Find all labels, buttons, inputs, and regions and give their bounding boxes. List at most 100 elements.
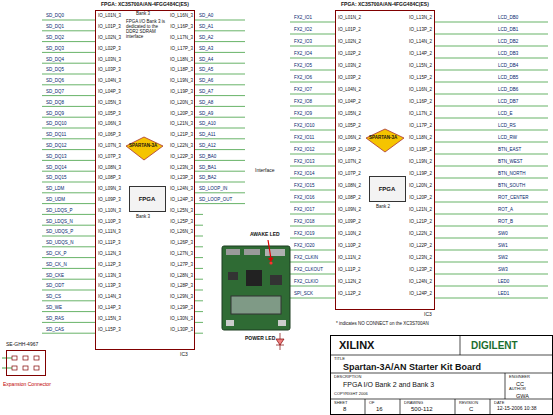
pin-name: IO_L19P_2 xyxy=(409,172,432,177)
net-label: LCD_RW xyxy=(498,136,517,141)
net-label: SW1 xyxy=(498,244,508,249)
net-label: FX2_IO7 xyxy=(294,88,312,93)
net-label: FX2_IO17 xyxy=(294,208,315,213)
net-label: SD_CS xyxy=(46,295,61,300)
net-wire xyxy=(195,279,203,280)
net-label: SD_A10 xyxy=(199,122,216,127)
net-label: FX2_IO4 xyxy=(294,52,312,57)
net-wire xyxy=(435,298,548,299)
net-wire xyxy=(435,274,548,275)
net-wire xyxy=(195,95,245,96)
pin-name: IO_L01P_2 xyxy=(338,28,361,33)
pin-name: IO_L26N_3 xyxy=(170,230,193,235)
net-wire xyxy=(290,190,335,191)
net-wire xyxy=(435,70,548,71)
net-wire xyxy=(42,182,95,183)
pin-name: IO_L11P_3 xyxy=(98,241,120,246)
net-wire xyxy=(42,203,95,204)
pin-name: IO_L28P_3 xyxy=(170,284,193,289)
net-label: SD_CK_P xyxy=(46,252,67,257)
net-label: SD_DQ12 xyxy=(46,144,67,149)
net-wire xyxy=(435,118,548,119)
net-wire xyxy=(42,128,95,129)
net-label: SD_DQ11 xyxy=(46,133,66,138)
node-text: CC xyxy=(516,381,524,387)
node-text: FPGA xyxy=(370,186,404,193)
net-wire xyxy=(290,154,335,155)
net-label: SD_DQ8 xyxy=(46,101,64,106)
led-symbol xyxy=(276,333,284,350)
net-wire xyxy=(195,149,245,150)
net-wire xyxy=(435,214,548,215)
net-label: LCD_DB6 xyxy=(498,88,518,93)
net-label: SD_A4 xyxy=(199,58,213,63)
pin-name: IO_L27N_3 xyxy=(170,252,193,257)
net-wire xyxy=(290,22,335,23)
pin-name: IO_L22P_3 xyxy=(170,155,193,160)
net-label: FX2_IO13 xyxy=(294,160,315,165)
net-label: SD_DQ13 xyxy=(46,155,67,160)
pin-name: IO_L09P_3 xyxy=(98,198,121,203)
net-label: SD_BA0 xyxy=(199,155,216,160)
pin-name: IO_L22N_2 xyxy=(409,232,432,237)
pin-name: IO_L20P_3 xyxy=(170,112,193,117)
pin-name: IO_L03P_2 xyxy=(338,76,361,81)
logo-text: SPARTAN-3A xyxy=(369,136,397,141)
node-text: AUTHOR xyxy=(509,387,526,391)
title-block: XILINXDIGILENTTITLESpartan-3A/AN Starter… xyxy=(330,335,553,415)
net-label: FX2_IO1 xyxy=(294,16,312,21)
net-wire xyxy=(290,226,335,227)
net-wire xyxy=(435,178,548,179)
net-wire xyxy=(290,214,335,215)
net-wire xyxy=(195,182,245,183)
net-wire xyxy=(290,250,335,251)
pin-name: IO_L08P_2 xyxy=(338,196,361,201)
node-text: ENGINEER xyxy=(509,375,530,379)
net-wire xyxy=(195,20,245,21)
net-wire xyxy=(290,166,335,167)
net-label: SD_BA2 xyxy=(199,176,216,181)
pin-name: IO_L09N_2 xyxy=(338,208,361,213)
net-label: LCD_DB7 xyxy=(498,100,518,105)
net-label: LCD_DB4 xyxy=(498,64,518,69)
net-wire xyxy=(290,82,335,83)
pin-name: IO_L12N_2 xyxy=(338,280,361,285)
net-label: LCD_RS xyxy=(498,124,516,129)
pin-name: IO_L06P_3 xyxy=(98,133,121,138)
net-label: SD_UDQS_P xyxy=(46,230,73,235)
pin-name: IO_L19N_3 xyxy=(170,79,193,84)
logo-text: SPARTAN-3A xyxy=(129,144,157,149)
pin-name: IO_L02N_3 xyxy=(98,36,121,41)
net-label: SD_DQ0 xyxy=(46,14,64,19)
net-wire xyxy=(42,225,95,226)
net-wire xyxy=(290,274,335,275)
node-text: DIGILENT xyxy=(471,340,518,351)
net-label: SD_ODT xyxy=(46,284,64,289)
net-wire xyxy=(290,262,335,263)
net-label: FX2_IO12 xyxy=(294,148,315,153)
net-wire xyxy=(290,238,335,239)
net-label: SD_DQ9 xyxy=(46,112,64,117)
pin-name: IO_L09P_2 xyxy=(338,220,361,225)
net-label: SD_LDQS_N xyxy=(46,220,73,225)
pin-name: IO_L16N_3 xyxy=(170,14,193,19)
pin-name: IO_L01N_2 xyxy=(338,16,361,21)
pin-name: IO_L24P_2 xyxy=(409,292,432,297)
fpga-icon: FPGABank 2 xyxy=(369,176,406,202)
net-label: SD_CKE xyxy=(46,274,64,279)
node-text: Expansion Connector xyxy=(3,382,51,388)
pin-name: IO_L13N_2 xyxy=(409,16,432,21)
net-wire xyxy=(290,298,335,299)
pin-name: IO_L02P_3 xyxy=(98,47,121,52)
net-label: ROT_B xyxy=(498,220,513,225)
net-wire xyxy=(42,322,95,323)
net-wire xyxy=(195,74,245,75)
net-wire xyxy=(42,236,95,237)
net-wire xyxy=(195,63,245,64)
net-wire xyxy=(195,300,203,301)
node-text: REVISION xyxy=(459,401,478,405)
net-wire xyxy=(195,128,245,129)
pin-name: IO_L14P_3 xyxy=(98,306,121,311)
net-wire xyxy=(42,149,95,150)
net-wire xyxy=(42,52,95,53)
